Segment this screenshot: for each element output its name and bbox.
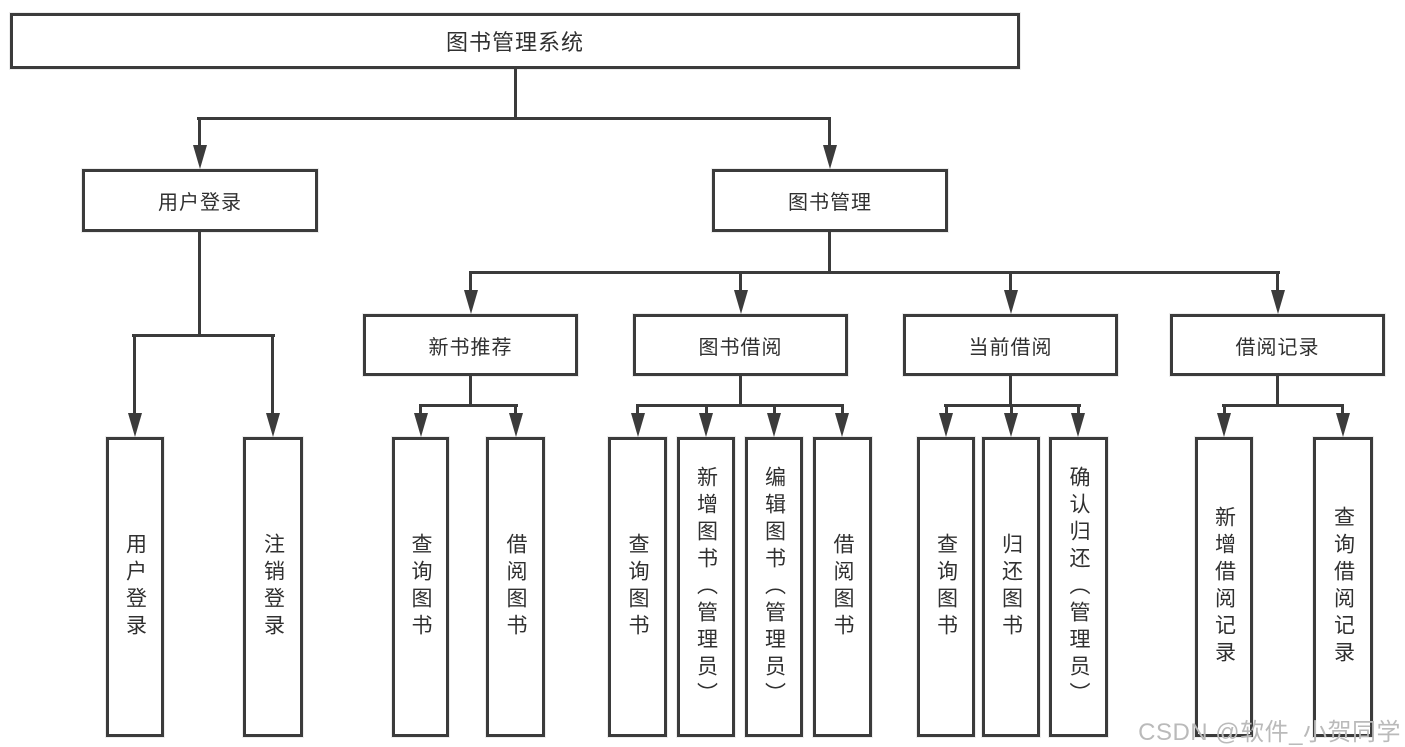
leaf-logout-login: 注销登录 <box>243 437 303 737</box>
connector-stub <box>271 334 274 414</box>
leaf-label: 新增借阅记录 <box>1212 506 1236 668</box>
node-label: 图书管理系统 <box>445 30 584 55</box>
leaf-label: 归还图书 <box>999 533 1023 641</box>
leaf-query-books-1: 查询图书 <box>392 437 449 737</box>
connector-horizontal <box>636 404 844 407</box>
connector-stub <box>1077 404 1080 414</box>
arrow-down-icon <box>835 413 849 437</box>
connector-stub <box>828 117 831 146</box>
connector-stub <box>469 271 472 291</box>
leaf-return-books: 归还图书 <box>982 437 1040 737</box>
leaf-borrow-books-2: 借阅图书 <box>813 437 872 737</box>
arrow-down-icon <box>509 413 523 437</box>
leaf-label: 编辑图书（管理员） <box>762 465 786 709</box>
arrow-down-icon <box>1004 290 1018 314</box>
connector-stub <box>739 271 742 291</box>
connector-vertical <box>469 376 472 407</box>
node-label: 图书借阅 <box>698 336 783 359</box>
arrow-down-icon <box>414 413 428 437</box>
connector-stub <box>1223 404 1226 414</box>
node-library-system: 图书管理系统 <box>10 13 1020 69</box>
arrow-down-icon <box>464 290 478 314</box>
leaf-add-borrow-record: 新增借阅记录 <box>1195 437 1253 737</box>
arrow-down-icon <box>939 413 953 437</box>
connector-user-login-horizontal <box>132 334 275 337</box>
node-label: 新书推荐 <box>428 336 513 359</box>
leaf-add-books-admin: 新增图书（管理员） <box>677 437 735 737</box>
connector-stub <box>1010 404 1013 414</box>
leaf-label: 查询图书 <box>409 533 433 641</box>
node-borrowing-records: 借阅记录 <box>1170 314 1385 376</box>
connector-horizontal <box>1222 404 1344 407</box>
node-current-borrowing: 当前借阅 <box>903 314 1118 376</box>
connector-vertical <box>1009 376 1012 407</box>
leaf-query-books-2: 查询图书 <box>608 437 667 737</box>
node-label: 借阅记录 <box>1235 336 1320 359</box>
connector-stub <box>705 404 708 414</box>
connector-stub <box>841 404 844 414</box>
connector-stub <box>773 404 776 414</box>
connector-level3-horizontal <box>469 271 1280 274</box>
connector-horizontal <box>419 404 518 407</box>
leaf-label: 确认归还（管理员） <box>1067 465 1091 709</box>
connector-stub <box>1276 271 1279 291</box>
node-label: 用户登录 <box>158 192 242 214</box>
arrow-down-icon <box>128 413 142 437</box>
leaf-label: 查询图书 <box>626 533 650 641</box>
arrow-down-icon <box>1071 413 1085 437</box>
arrow-down-icon <box>699 413 713 437</box>
leaf-label: 查询图书 <box>934 533 958 641</box>
arrow-down-icon <box>193 145 207 169</box>
connector-stub <box>419 404 422 414</box>
node-label: 图书管理 <box>788 192 872 214</box>
connector-book-mgmt-vertical <box>828 232 831 274</box>
leaf-user-login: 用户登录 <box>106 437 164 737</box>
leaf-label: 借阅图书 <box>504 533 528 641</box>
connector-vertical <box>739 376 742 407</box>
connector-vertical <box>1276 376 1279 407</box>
leaf-label: 注销登录 <box>261 533 285 641</box>
arrow-down-icon <box>631 413 645 437</box>
connector-user-login-vertical <box>198 232 201 337</box>
node-book-borrowing: 图书借阅 <box>633 314 848 376</box>
leaf-confirm-return-admin: 确认归还（管理员） <box>1049 437 1108 737</box>
arrow-down-icon <box>767 413 781 437</box>
connector-stub <box>514 404 517 414</box>
arrow-down-icon <box>1004 413 1018 437</box>
leaf-label: 借阅图书 <box>831 533 855 641</box>
watermark: CSDN @软件_小贺同学 <box>1138 719 1401 746</box>
node-new-book-recommendation: 新书推荐 <box>363 314 578 376</box>
node-book-management: 图书管理 <box>712 169 948 232</box>
leaf-borrow-books-1: 借阅图书 <box>486 437 545 737</box>
arrow-down-icon <box>734 290 748 314</box>
connector-level2-horizontal <box>197 117 831 120</box>
arrow-down-icon <box>1271 290 1285 314</box>
connector-root-vertical <box>514 68 517 120</box>
leaf-query-books-3: 查询图书 <box>917 437 975 737</box>
connector-stub <box>636 404 639 414</box>
connector-stub <box>1009 271 1012 291</box>
connector-stub <box>1341 404 1344 414</box>
node-user-login: 用户登录 <box>82 169 318 232</box>
leaf-label: 用户登录 <box>123 533 147 641</box>
arrow-down-icon <box>266 413 280 437</box>
arrow-down-icon <box>823 145 837 169</box>
leaf-label: 查询借阅记录 <box>1331 506 1355 668</box>
connector-stub <box>198 117 201 146</box>
node-label: 当前借阅 <box>968 336 1053 359</box>
leaf-edit-books-admin: 编辑图书（管理员） <box>745 437 803 737</box>
leaf-label: 新增图书（管理员） <box>694 465 718 709</box>
connector-stub <box>133 334 136 414</box>
connector-stub <box>945 404 948 414</box>
leaf-query-borrow-record: 查询借阅记录 <box>1313 437 1373 737</box>
arrow-down-icon <box>1336 413 1350 437</box>
arrow-down-icon <box>1217 413 1231 437</box>
